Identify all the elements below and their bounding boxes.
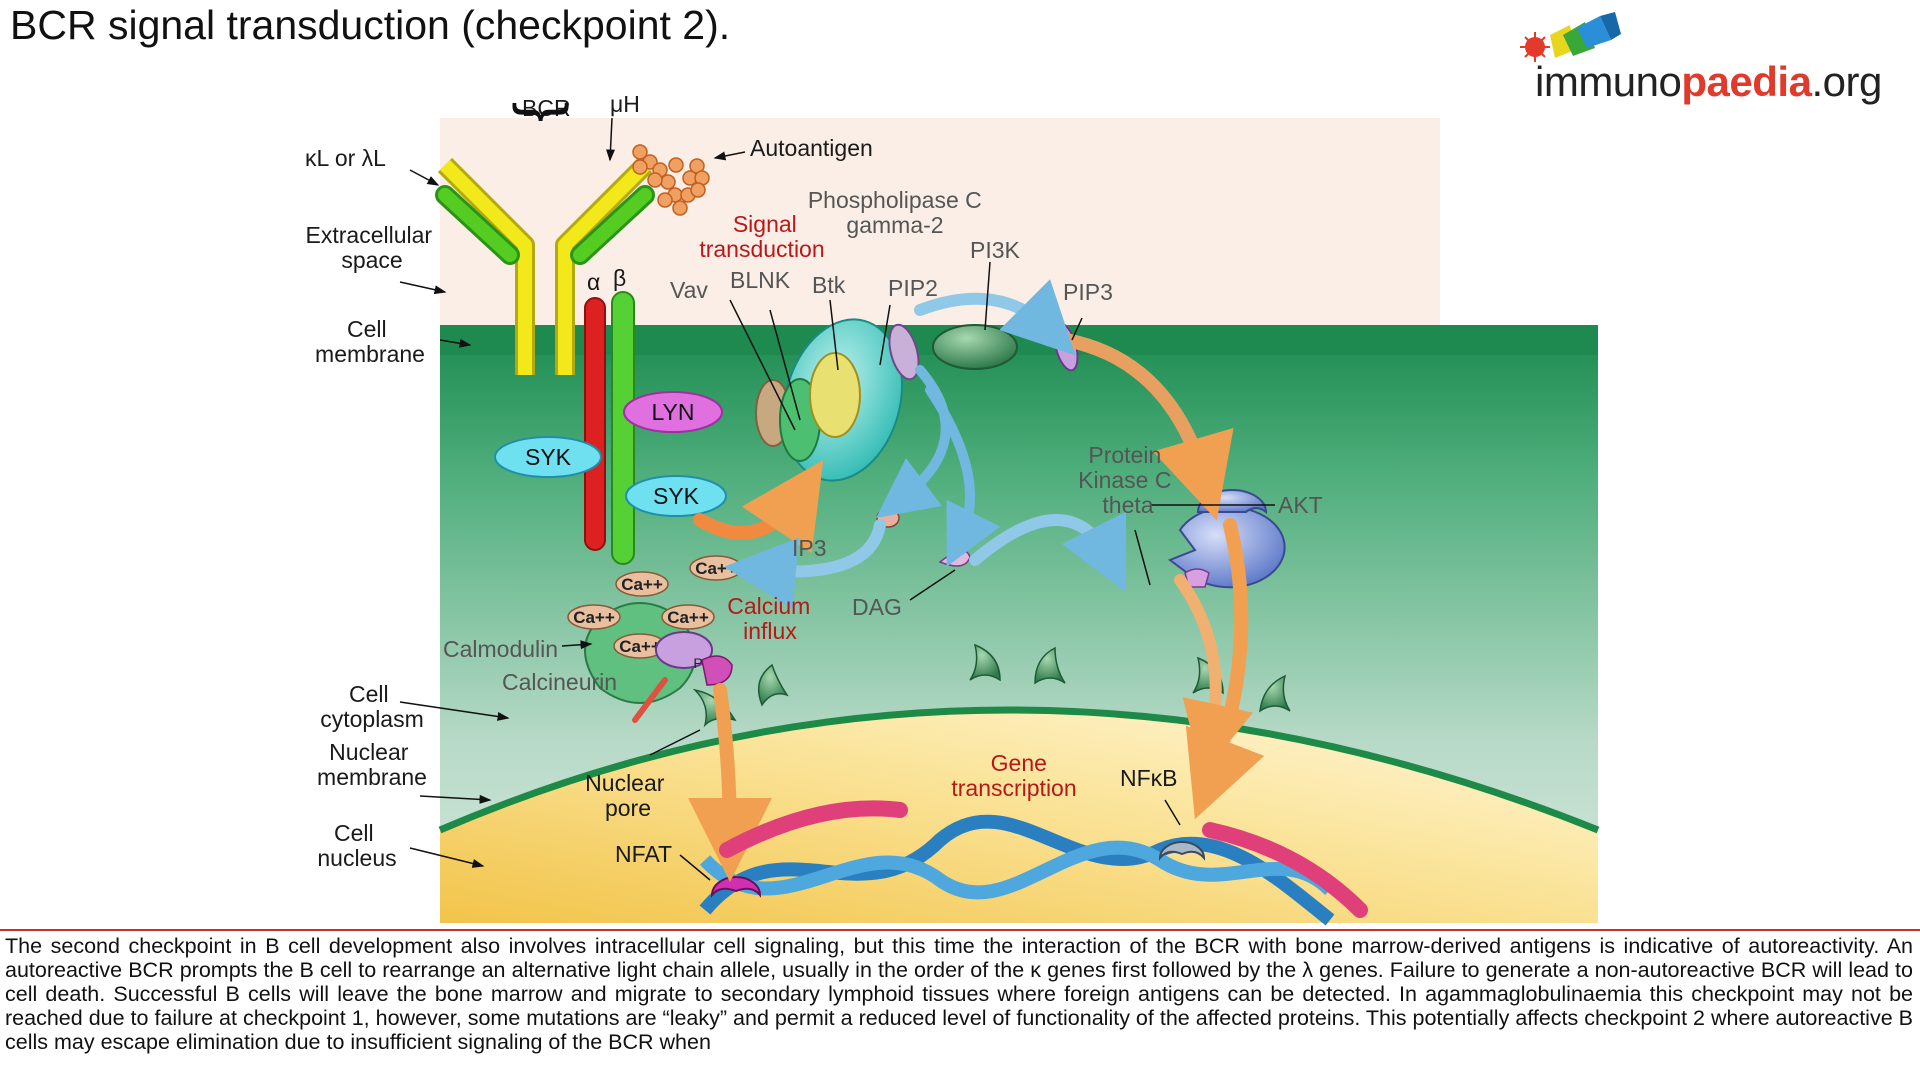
cell-membrane-label: Cell membrane [315,316,425,367]
blnk-label: BLNK [730,267,791,293]
page-title: BCR signal transduction (checkpoint 2). [10,2,731,48]
signalosome-complex [755,318,1079,482]
caption-text: The second checkpoint in B cell developm… [5,934,1913,1054]
akt-label: AKT [1278,492,1323,518]
logo-text: immunopaedia.org [1535,58,1882,105]
syk-kinase-2: SYK [625,475,727,517]
calcineurin-label: Calcineurin [502,669,617,695]
gene-transcription-label: Gene transcription [951,750,1076,801]
pi3k-label: PI3K [970,237,1021,263]
nuclear-membrane [438,706,1600,834]
caption-divider [0,929,1920,931]
nuclear-membrane-label: Nuclear membrane [317,739,427,790]
leader-lines [399,117,1275,881]
pip3-label: PIP3 [1063,279,1113,305]
vav-label: Vav [670,277,708,303]
ig-alpha-chain [584,297,606,551]
svg-text:Ca++: Ca++ [667,608,709,627]
svg-text:SYK: SYK [525,444,572,470]
signal-transduction-label: Signal transduction [699,211,824,262]
btk-label: Btk [812,272,846,298]
svg-text:Ca++: Ca++ [695,559,737,578]
svg-text:Ca++: Ca++ [573,608,615,627]
calmodulin-complex: Ca++ Ca++ Ca++ Ca++ [567,571,715,704]
autoantigen-label: Autoantigen [750,135,873,161]
cell-cytoplasm-label: Cell cytoplasm [320,681,424,732]
ip3-label: IP3 [792,535,827,561]
nfat-label: NFAT [615,841,672,867]
free-calcium: Ca++ [689,555,743,581]
lyn-kinase: LYN [623,391,723,433]
syk-kinase-1: SYK [494,436,602,478]
svg-text:P: P [693,655,702,671]
calcium-influx-label: Calcium influx [727,593,816,644]
ig-beta-chain [611,291,635,565]
pip2-label: PIP2 [888,275,938,301]
svg-text:LYN: LYN [651,399,694,425]
bcr-brace: } [512,102,579,122]
extracellular-label: Extracellular space [306,222,439,273]
calmodulin-label: Calmodulin [443,636,558,662]
kappa-lambda-label: κL or λL [305,145,386,171]
immunopaedia-logo [1520,12,1621,62]
calcineurin: P [655,631,733,686]
alpha-label: α [587,269,600,295]
nfkb-label: NFκB [1120,765,1178,791]
svg-text:Ca++: Ca++ [619,637,661,656]
logo-cubes-icon [1520,12,1621,62]
dna-helix [699,814,1335,926]
cell-nucleus-label: Cell nucleus [317,820,396,871]
svg-text:Ca++: Ca++ [621,575,663,594]
pkc-theta [1167,506,1286,589]
plcg2-label: Phospholipase C gamma-2 [808,187,988,238]
diagram-labels: BCR } μH κL or λL Autoantigen Extracellu… [305,91,1323,871]
dag-label: DAG [852,594,902,620]
autoantigen-cluster [632,144,710,216]
nfkb-factor [1158,841,1206,861]
svg-text:SYK: SYK [653,483,700,509]
mu-h-label: μH [610,91,640,117]
nuclear-pore-label: Nuclear pore [585,770,671,821]
signal-arrows [632,279,1368,918]
bcr-receptor [435,157,655,375]
beta-label: β [613,265,626,291]
pkc-label: Protein Kinase C theta [1078,442,1178,518]
bcr-label: BCR [522,95,571,121]
